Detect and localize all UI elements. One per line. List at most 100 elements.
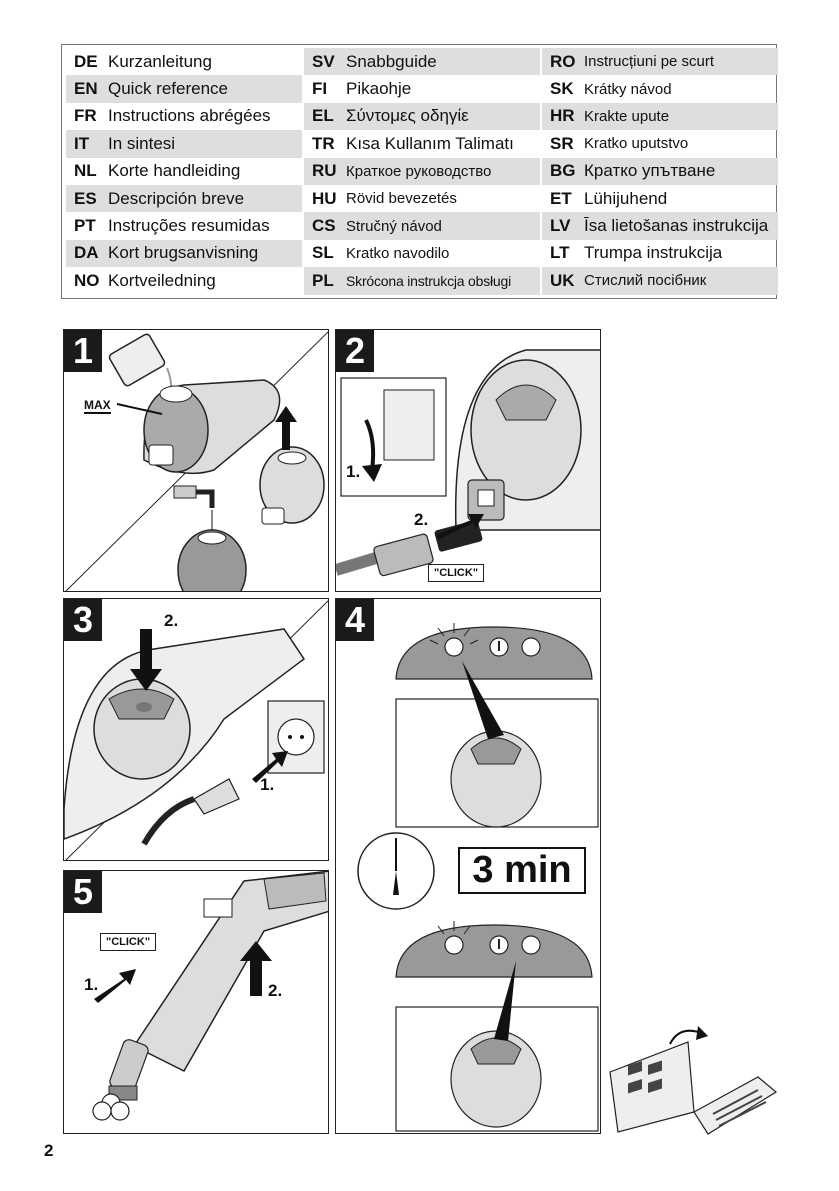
step-5-panel: 5 "CLICK" 1. 2. xyxy=(63,870,329,1134)
fill-water-illustration xyxy=(65,331,328,591)
step-number: 3 xyxy=(64,599,102,641)
language-title: Instrucțiuni pe scurt xyxy=(584,53,715,71)
clock-icon xyxy=(357,832,435,910)
language-row: IT In sintesi xyxy=(66,130,302,158)
language-row: NL Korte handleiding xyxy=(66,158,302,185)
click-label: "CLICK" xyxy=(100,933,157,951)
language-code: FI xyxy=(312,79,328,99)
language-row: SL Kratko navodilo xyxy=(304,240,540,267)
language-title: Pikaohje xyxy=(346,79,412,99)
max-label: MAX xyxy=(84,398,111,414)
language-row: FR Instructions abrégées xyxy=(66,103,302,130)
step-label-2: 2. xyxy=(268,981,283,1000)
language-title: Краткое руководство xyxy=(346,162,492,180)
language-title: Kratko navodilo xyxy=(346,244,450,262)
up-arrow-icon xyxy=(275,406,297,450)
steam-cleaner-icon xyxy=(454,349,600,531)
heat-lamp-icon xyxy=(444,935,464,955)
plug-in-illustration xyxy=(64,600,328,860)
language-row: PT Instruções resumidas xyxy=(66,212,302,239)
language-title: Trumpa instrukcija xyxy=(584,243,723,263)
language-title: Kort brugsanvisning xyxy=(108,243,259,263)
language-code: HU xyxy=(312,188,337,208)
step-label-2: 2. xyxy=(164,611,179,630)
steam-cleaner-icon xyxy=(64,628,306,840)
plug-icon xyxy=(141,778,240,846)
language-code: NL xyxy=(74,161,97,181)
language-code: ES xyxy=(74,188,97,208)
language-row: RU Краткое руководство xyxy=(304,157,540,185)
language-title: Instruções resumidas xyxy=(108,216,270,236)
steam-cleaner-small-icon xyxy=(259,446,325,525)
language-code: PT xyxy=(74,216,96,236)
step-label-1: 1. xyxy=(260,775,275,794)
step-number: 5 xyxy=(64,871,102,913)
language-code: CS xyxy=(312,216,336,236)
language-title: In sintesi xyxy=(108,133,176,153)
language-title: Quick reference xyxy=(108,79,228,99)
language-code: ET xyxy=(550,188,572,208)
timer-label: 3 min xyxy=(458,847,586,894)
language-title: Īsa lietošanas instrukcija xyxy=(584,216,769,236)
language-code: NO xyxy=(74,270,100,290)
language-code: SL xyxy=(312,243,334,263)
language-title: Rövid bevezetés xyxy=(346,190,457,208)
language-code: PL xyxy=(312,270,334,290)
language-title: Descripción breve xyxy=(108,188,245,208)
step-2-panel: 2 1. 2. "CLICK" xyxy=(335,329,601,592)
language-code: IT xyxy=(74,133,90,153)
language-row: ET Lühijuhend xyxy=(542,185,778,212)
step-3-panel: 3 2. 1. xyxy=(63,598,329,861)
steam-icon xyxy=(521,935,541,955)
language-row: ES Descripción breve xyxy=(66,184,302,213)
hose-icon xyxy=(336,520,483,577)
language-code: FR xyxy=(74,106,97,126)
language-code: EL xyxy=(312,106,334,126)
click-label: "CLICK" xyxy=(428,564,485,582)
language-code: RU xyxy=(312,161,337,181)
blink-rays xyxy=(437,921,471,935)
language-code: HR xyxy=(550,106,575,126)
up-arrow-icon xyxy=(240,941,272,996)
manual-book-icon xyxy=(609,1026,778,1135)
language-title: Snabbguide xyxy=(346,51,437,71)
language-title: Lühijuhend xyxy=(584,188,668,208)
language-code: SK xyxy=(550,79,574,99)
step-label-2: 2. xyxy=(414,510,429,529)
heat-lamp-icon xyxy=(444,637,464,657)
language-row: FI Pikaohje xyxy=(304,75,540,102)
language-code: SR xyxy=(550,133,574,153)
language-code: DE xyxy=(74,51,98,71)
language-title: Korte handleiding xyxy=(108,161,241,181)
language-code: TR xyxy=(312,133,335,153)
language-title: Стислий посібник xyxy=(584,272,707,290)
steam-cleaner-icon xyxy=(143,379,281,475)
attach-accessory-illustration xyxy=(92,871,328,1121)
heat-up-illustration xyxy=(395,623,599,1132)
connect-hose-illustration xyxy=(336,349,600,577)
steam-icon xyxy=(521,637,541,657)
step-number: 2 xyxy=(336,330,374,372)
step-number: 1 xyxy=(64,330,102,372)
page-number: 2 xyxy=(44,1141,54,1160)
language-title: Instructions abrégées xyxy=(108,106,271,126)
language-code: BG xyxy=(550,161,576,181)
language-row: HU Rövid bevezetés xyxy=(304,185,540,212)
brush-icon xyxy=(108,1039,149,1101)
step-label-1: 1. xyxy=(346,462,361,481)
language-code: EN xyxy=(74,79,98,99)
language-code: RO xyxy=(550,51,576,71)
language-title: Kratko uputstvo xyxy=(584,135,689,153)
